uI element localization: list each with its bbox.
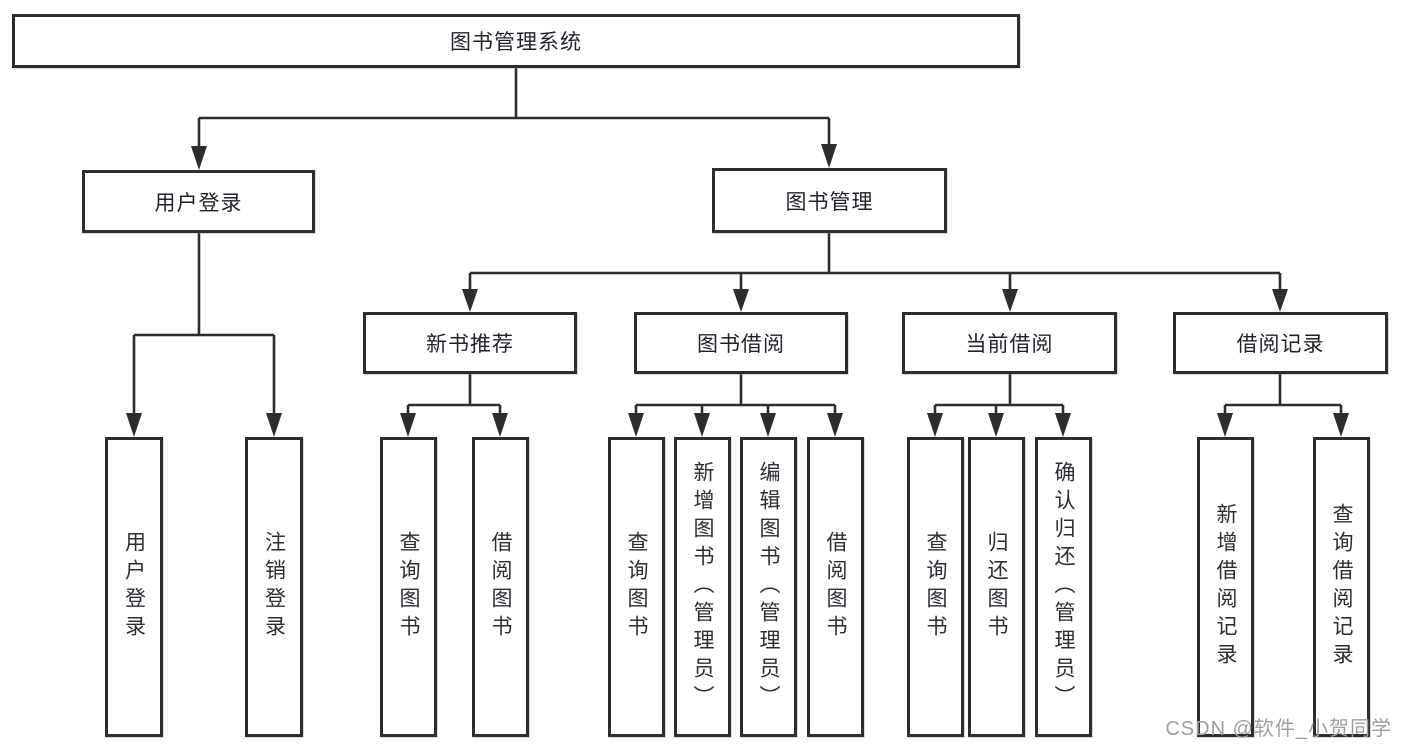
leaf-add-borrow-record: 新增借阅记录 [1197, 437, 1254, 737]
node-label: 查询图书 [625, 531, 648, 643]
leaf-query-books-borrow: 查询图书 [608, 437, 665, 737]
node-new-book-recommendation: 新书推荐 [363, 312, 577, 374]
node-label: 编辑图书（管理员） [757, 461, 780, 713]
node-label: 查询图书 [924, 531, 947, 643]
node-label: 新增借阅记录 [1214, 503, 1237, 671]
node-label: 图书管理 [785, 190, 874, 214]
node-book-borrowing: 图书借阅 [634, 312, 848, 374]
node-label: 当前借阅 [965, 333, 1054, 356]
leaf-add-books-admin: 新增图书（管理员） [674, 437, 731, 737]
node-label: 用户登录 [154, 191, 243, 215]
leaf-query-books-current: 查询图书 [907, 437, 964, 737]
node-label: 查询借阅记录 [1330, 503, 1353, 671]
leaf-confirm-return-admin: 确认归还（管理员） [1035, 437, 1092, 737]
node-label: 确认归还（管理员） [1052, 461, 1075, 713]
node-label: 归还图书 [985, 531, 1008, 643]
watermark: CSDN @软件_小贺同学 [1165, 718, 1392, 740]
leaf-query-books-recommend: 查询图书 [380, 437, 437, 737]
leaf-borrow-books-recommend: 借阅图书 [472, 437, 529, 737]
arrowhead-icons [126, 144, 1349, 437]
node-library-management-system: 图书管理系统 [12, 14, 1020, 68]
node-label: 查询图书 [397, 531, 420, 643]
leaf-borrow-books: 借阅图书 [807, 437, 864, 737]
node-current-borrowing: 当前借阅 [902, 312, 1117, 374]
node-label: 借阅记录 [1236, 333, 1325, 356]
leaf-return-books: 归还图书 [968, 437, 1025, 737]
node-label: 新书推荐 [426, 333, 514, 356]
node-label: 借阅图书 [824, 531, 847, 643]
node-user-login: 用户登录 [82, 170, 315, 233]
node-borrowing-records: 借阅记录 [1173, 312, 1388, 374]
node-book-management: 图书管理 [712, 168, 947, 233]
node-label: 图书管理系统 [450, 31, 582, 54]
node-label: 图书借阅 [697, 333, 785, 356]
leaf-logout-login: 注销登录 [245, 437, 303, 737]
leaf-query-borrow-record: 查询借阅记录 [1313, 437, 1370, 737]
leaf-edit-books-admin: 编辑图书（管理员） [740, 437, 797, 737]
node-label: 注销登录 [262, 531, 286, 643]
node-label: 用户登录 [122, 531, 146, 643]
node-label: 借阅图书 [489, 531, 512, 643]
leaf-user-login: 用户登录 [105, 437, 163, 737]
node-label: 新增图书（管理员） [691, 461, 714, 713]
